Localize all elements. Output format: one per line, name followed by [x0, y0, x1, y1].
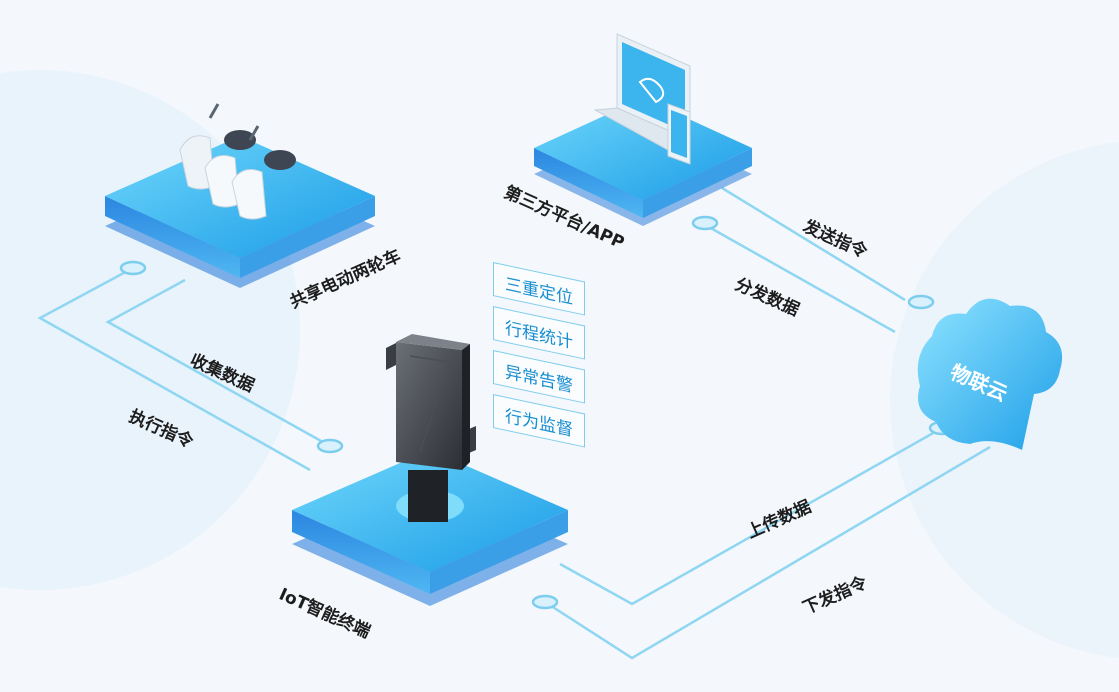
app-platform [534, 98, 752, 226]
connector-send-command [721, 186, 906, 302]
connector-distribute-data [699, 220, 896, 334]
dot-terminal-bottom [531, 594, 559, 610]
dot-platform [691, 215, 719, 231]
phone-icon [667, 103, 691, 165]
cloud-icon [917, 298, 1063, 450]
connector-collect-data [105, 278, 331, 448]
connector-upload-data [559, 426, 943, 606]
dot-terminal-top [316, 438, 344, 454]
connector-issue-command [544, 445, 991, 660]
iot-device-icon [386, 334, 476, 522]
scooter-icon [179, 103, 296, 220]
dot-scooters [119, 260, 147, 276]
dot-cloud-top [907, 294, 935, 310]
connector-execute-command [37, 266, 311, 472]
laptop-icon [593, 33, 692, 151]
connector-lines [37, 186, 991, 660]
